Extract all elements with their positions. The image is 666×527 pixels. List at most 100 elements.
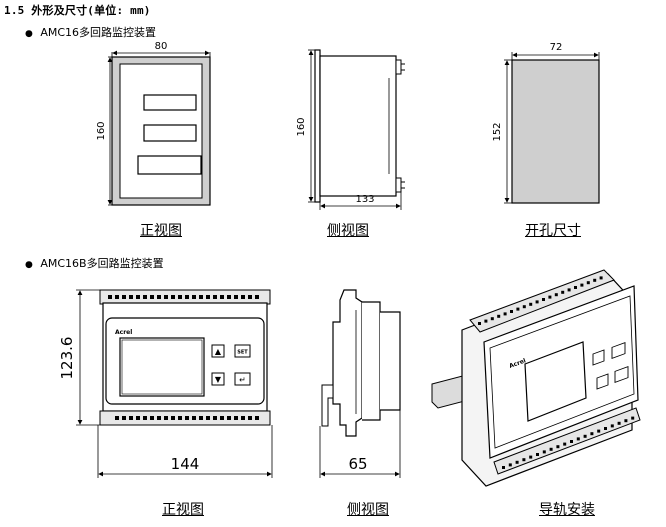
m1-front-height: 160 (96, 121, 107, 140)
terminal-pin (171, 295, 175, 299)
m1-front-width: 80 (155, 41, 168, 52)
terminal-pin (178, 416, 182, 420)
terminal-pin (213, 295, 217, 299)
bullet-icon: ● (25, 29, 33, 39)
terminal-pin (234, 295, 238, 299)
m2-rail-install-view: Acrel (431, 269, 641, 487)
key-down-icon: ▼ (215, 375, 222, 384)
m1-cutout-view: 72 152 (492, 42, 600, 204)
terminal-pin (599, 276, 603, 280)
terminal-pin (586, 281, 590, 285)
terminal-pin (213, 416, 217, 420)
key-enter-button (234, 372, 251, 386)
terminal-pin (171, 416, 175, 420)
terminal-pin (206, 295, 210, 299)
model-1-name: AMC16多回路监控装置 (40, 26, 157, 39)
terminal-pin (178, 295, 182, 299)
bullet-icon: ● (25, 260, 33, 270)
terminal-pin (157, 295, 161, 299)
terminal-pin (522, 305, 526, 309)
terminal-pin (549, 447, 553, 451)
terminal-pin (185, 416, 189, 420)
terminal-pin (227, 295, 231, 299)
terminal-pin (502, 466, 505, 469)
terminal-pin (122, 416, 126, 420)
m2-caption-side: 侧视图 (347, 502, 389, 518)
terminal-pin (108, 295, 112, 299)
terminal-pin (548, 295, 552, 299)
m1-caption-front: 正视图 (140, 223, 182, 239)
m1-side-view: 160 133 (296, 49, 405, 210)
m1-cutout-height: 152 (492, 122, 503, 141)
terminal-pin (478, 322, 481, 325)
m2-side-view: 65 (319, 289, 401, 478)
m2-front-width: 144 (171, 455, 200, 473)
terminal-pin (617, 421, 621, 425)
terminal-pin (556, 445, 560, 449)
terminal-pin (561, 290, 565, 294)
terminal-pin (129, 295, 133, 299)
m1-caption-side: 侧视图 (327, 223, 369, 239)
m1-side-height: 160 (296, 117, 307, 136)
terminal-pin (567, 288, 571, 292)
terminal-pin (554, 293, 558, 297)
terminal-pin (185, 295, 189, 299)
terminal-pin (563, 442, 567, 446)
terminal-pin (529, 455, 533, 459)
key-set-label: SET (237, 350, 248, 356)
key-down-button (211, 372, 225, 386)
terminal-pin (150, 295, 154, 299)
terminal-pin (529, 302, 533, 306)
terminal-pin (508, 463, 512, 467)
terminal-pin (255, 416, 259, 420)
terminal-pin (164, 416, 168, 420)
terminal-pin (604, 427, 607, 430)
terminal-pin (542, 450, 546, 454)
m2-front-view: Acrel ▲ SET ▼ ↵ 144 123.6 (58, 289, 273, 478)
terminal-pin (610, 424, 614, 428)
m1-side-depth: 133 (355, 194, 374, 205)
terminal-pin (115, 295, 119, 299)
terminal-pin (143, 295, 147, 299)
section-heading: 1.5 外形及尺寸(单位: mm) (4, 4, 151, 17)
terminal-pin (490, 317, 494, 321)
m2-side-depth: 65 (348, 455, 367, 473)
m2-front-height: 123.6 (58, 337, 76, 380)
terminal-pin (129, 416, 133, 420)
terminal-pin (593, 278, 597, 282)
terminal-pin (115, 416, 119, 420)
terminal-pin (583, 434, 587, 438)
terminal-pin (590, 432, 594, 436)
terminal-pin (574, 286, 577, 289)
model-2-item: ● AMC16B多回路监控装置 (25, 255, 164, 271)
terminal-pin (624, 419, 628, 423)
terminal-pin (220, 295, 224, 299)
model-1-item: ● AMC16多回路监控装置 (25, 24, 156, 40)
terminal-pin (248, 295, 252, 299)
terminal-pin (503, 312, 507, 316)
terminal-pin (484, 319, 488, 323)
terminal-pin (597, 429, 601, 433)
terminal-pin (122, 295, 126, 299)
m1-front-view: 80 160 (96, 41, 211, 206)
terminal-pin (536, 453, 539, 456)
terminal-pin (199, 295, 203, 299)
terminal-pin (136, 295, 140, 299)
m1-caption-cutout: 开孔尺寸 (525, 223, 581, 239)
terminal-pin (497, 314, 501, 318)
terminal-pin (192, 416, 196, 420)
key-up-icon: ▲ (215, 347, 222, 356)
m2-caption-front: 正视图 (162, 502, 204, 518)
terminal-pin (164, 295, 168, 299)
key-set-button (234, 344, 251, 358)
terminal-pin (136, 416, 140, 420)
terminal-pin (580, 283, 584, 287)
terminal-pin (255, 295, 259, 299)
key-enter-icon: ↵ (239, 376, 246, 385)
key-up-button (211, 344, 225, 358)
terminal-pin (576, 437, 580, 441)
terminal-pin (535, 300, 539, 304)
terminal-pin (227, 416, 231, 420)
terminal-pin (192, 295, 196, 299)
